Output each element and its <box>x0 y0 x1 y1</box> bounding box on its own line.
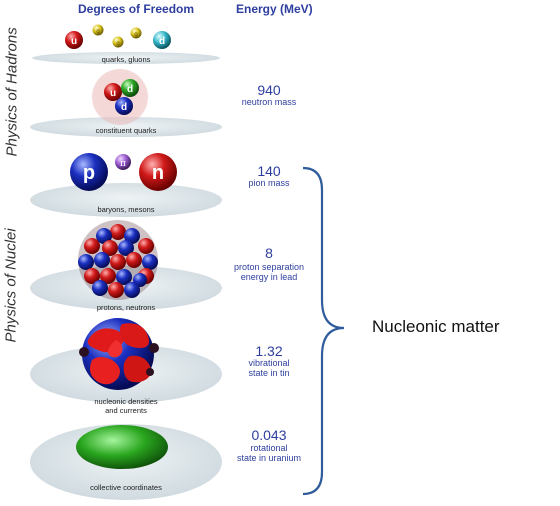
neutron-label: n <box>152 162 164 184</box>
deformed-nucleus-ellipsoid <box>76 425 168 469</box>
energy-caption-940: neutron mass <box>241 97 297 107</box>
dof-header: Degrees of Freedom <box>78 2 195 16</box>
energy-caption-0-043-line1: rotational <box>250 443 288 453</box>
constituent-quark-group: u d d <box>92 69 148 125</box>
quark-u-label: u <box>71 36 77 47</box>
pion-label: π <box>120 159 126 169</box>
energy-value-140: 140 <box>257 163 281 179</box>
svg-text:u: u <box>110 88 116 99</box>
nucleus-group <box>78 220 158 300</box>
nucleonic-matter-brace <box>302 166 345 496</box>
energy-value-0-043: 0.043 <box>251 427 287 443</box>
proton-label: p <box>83 162 95 184</box>
svg-text:g: g <box>96 29 99 35</box>
nucleonic-matter-label: Nucleonic matter <box>372 317 500 336</box>
disk-2 <box>30 117 222 137</box>
energy-caption-8-line1: proton separation <box>233 262 305 272</box>
svg-text:g: g <box>134 32 137 38</box>
quark-d-label: d <box>159 36 165 47</box>
level-6-label: collective coordinates <box>90 483 162 492</box>
level-3-label: baryons, mesons <box>97 205 155 214</box>
quark-gluon-group: u g g g d <box>65 24 171 49</box>
energy-value-8: 8 <box>265 245 273 261</box>
level-5-label-line1: nucleonic densities <box>94 397 158 406</box>
energy-header: Energy (MeV) <box>236 2 313 16</box>
disk-3 <box>30 183 222 217</box>
energy-caption-1-32-line1: vibrational <box>248 358 290 368</box>
energy-value-940: 940 <box>257 82 281 98</box>
energy-caption-8-line2: energy in lead <box>240 272 298 282</box>
svg-text:g: g <box>116 41 119 47</box>
energy-caption-1-32-line2: state in tin <box>248 368 290 378</box>
level-4-label: protons, neutrons <box>96 303 156 312</box>
hadron-group: p π n <box>70 153 177 191</box>
disk-1 <box>32 52 220 64</box>
svg-text:d: d <box>121 102 127 113</box>
energy-caption-140: pion mass <box>248 178 290 188</box>
svg-text:d: d <box>127 84 133 95</box>
energy-caption-0-043-line2: state in uranium <box>236 453 302 463</box>
level-1-label: quarks, gluons <box>101 55 151 64</box>
level-5-label-line2: and currents <box>105 406 147 415</box>
density-blob-group <box>79 318 159 390</box>
level-2-label: constituent quarks <box>95 126 157 135</box>
energy-value-1-32: 1.32 <box>255 343 283 359</box>
